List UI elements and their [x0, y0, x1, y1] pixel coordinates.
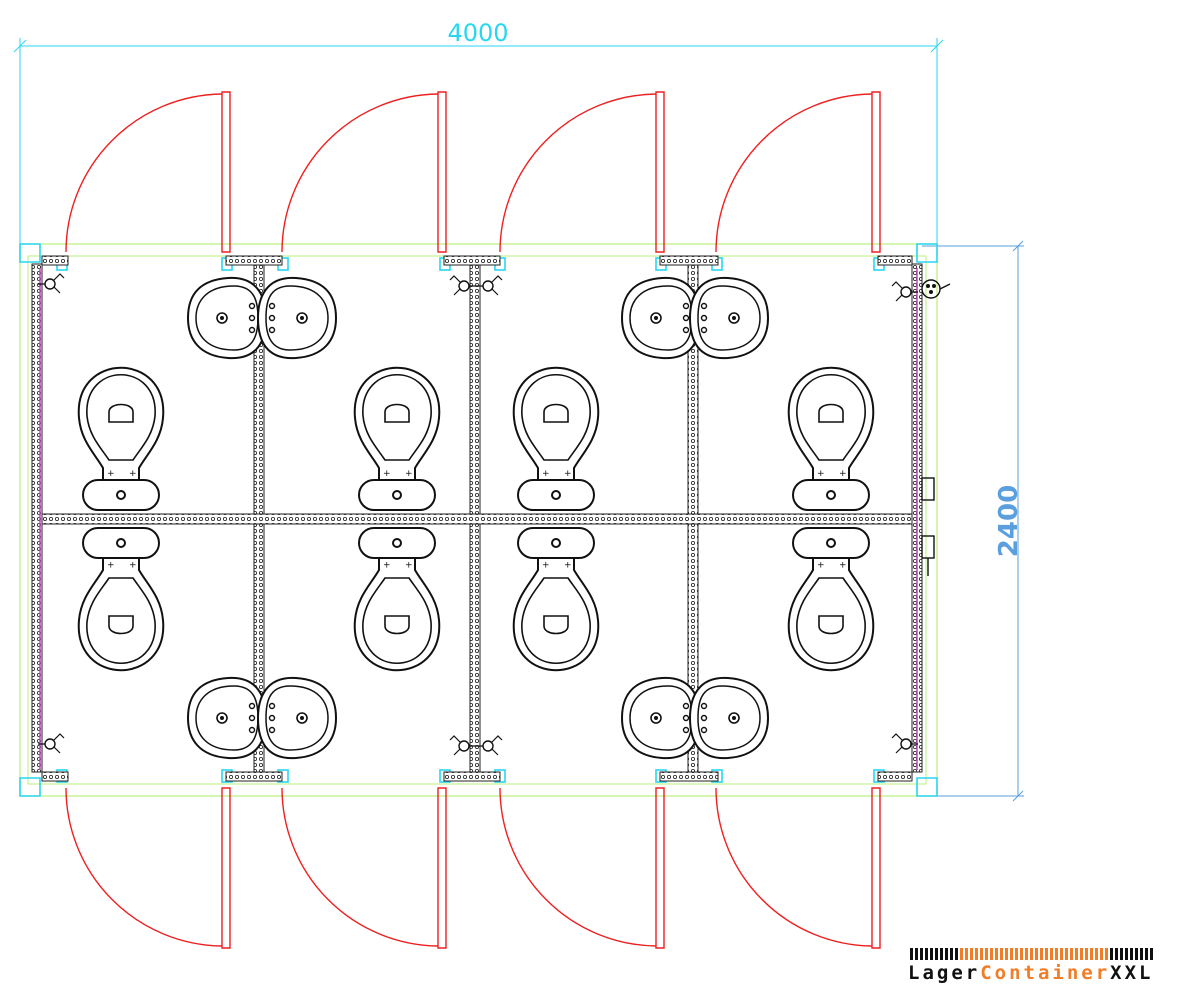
dimension-height-label: 2400	[994, 485, 1024, 557]
service-wall	[39, 268, 918, 770]
sink-icon	[621, 676, 701, 760]
brand-part-lager: Lager	[908, 962, 981, 984]
socket-icon	[921, 279, 951, 299]
dimension-width: 4000	[13, 19, 944, 250]
sink-icon	[621, 276, 701, 360]
brand-wordmark: LagerContainerXXL	[908, 962, 1198, 984]
sink-icon	[689, 276, 769, 360]
doors-bottom	[65, 787, 881, 949]
barcode-graphic	[910, 948, 1198, 960]
toilet-icon	[77, 527, 165, 672]
sink-icon	[689, 676, 769, 760]
toilet-icon	[512, 366, 600, 511]
door-swing-icon	[499, 91, 665, 253]
walls	[31, 255, 923, 782]
electrical-fixtures	[921, 279, 951, 576]
door-swing-icon	[281, 787, 447, 949]
doors-top	[65, 91, 881, 253]
brand-part-container: Container	[980, 962, 1111, 984]
toilet-icon	[787, 366, 875, 511]
toilet-icon	[512, 527, 600, 672]
toilet-icon	[787, 527, 875, 672]
brand-part-xxl: XXL	[1110, 962, 1154, 984]
sink-icon	[187, 276, 267, 360]
brand-logo: LagerContainerXXL	[908, 948, 1198, 998]
dimension-height: 2400	[922, 240, 1024, 802]
door-swing-icon	[715, 91, 881, 253]
sink-icon	[257, 676, 337, 760]
dimension-width-label: 4000	[447, 19, 508, 47]
door-swing-icon	[715, 787, 881, 949]
door-swing-icon	[65, 91, 231, 253]
sink-icon	[257, 276, 337, 360]
toilet-icon	[77, 366, 165, 511]
door-swing-icon	[65, 787, 231, 949]
door-swing-icon	[281, 91, 447, 253]
toilet-icon	[353, 366, 441, 511]
toilet-icon	[353, 527, 441, 672]
sink-icon	[187, 676, 267, 760]
door-swing-icon	[499, 787, 665, 949]
